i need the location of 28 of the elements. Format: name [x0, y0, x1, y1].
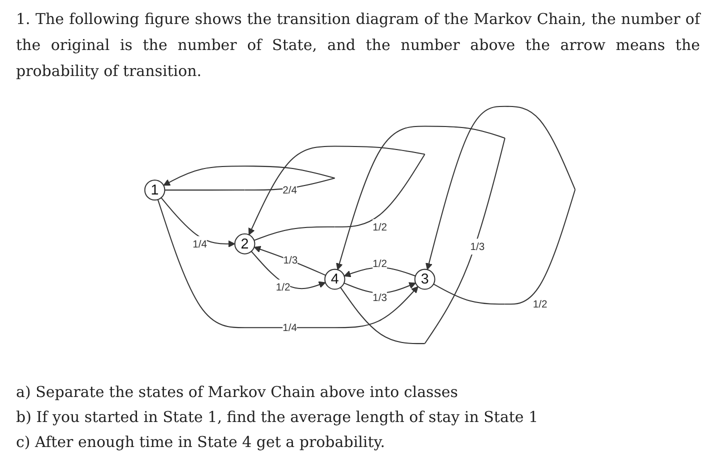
edge-label: 1/2: [276, 281, 290, 294]
node-circle: 3: [414, 268, 436, 290]
question-item: b) If you started in State 1, find the average length of stay in State 1: [16, 407, 540, 428]
question-text: 1. The following figure shows the transition diagram of the Markov Chain, the number of the original is the number of State, and the number above the arrow means the probability of transition.: [16, 9, 700, 82]
edge-label: 1/3: [470, 240, 485, 252]
arrow: [336, 126, 506, 344]
edge-label: 1/3: [372, 292, 388, 304]
arrow: [160, 197, 236, 248]
arrow: [248, 146, 426, 241]
edge-label: 1/2: [532, 298, 548, 310]
arrow: [426, 106, 576, 305]
arrow: [344, 267, 416, 278]
edge-label: 1/4: [282, 321, 297, 334]
arrow: [163, 166, 335, 191]
edge-label: 2/4: [282, 184, 297, 196]
edge-label: 1/2: [372, 220, 388, 233]
arrow: [250, 251, 326, 290]
node-circle: 4: [324, 268, 346, 290]
arrow: [344, 282, 416, 294]
edge-label: 1/3: [283, 254, 298, 266]
question-item: a) Separate the states of Markov Chain above into classes: [16, 382, 460, 403]
arrow: [157, 199, 418, 328]
arrow: [254, 246, 326, 276]
question-item: c) After enough time in State 4 get a probability.: [16, 432, 386, 453]
node-circle: 2: [234, 233, 256, 254]
edge-label: 1/2: [372, 257, 388, 270]
edge-label: 1/4: [192, 238, 207, 250]
node-circle: 1: [144, 180, 166, 201]
